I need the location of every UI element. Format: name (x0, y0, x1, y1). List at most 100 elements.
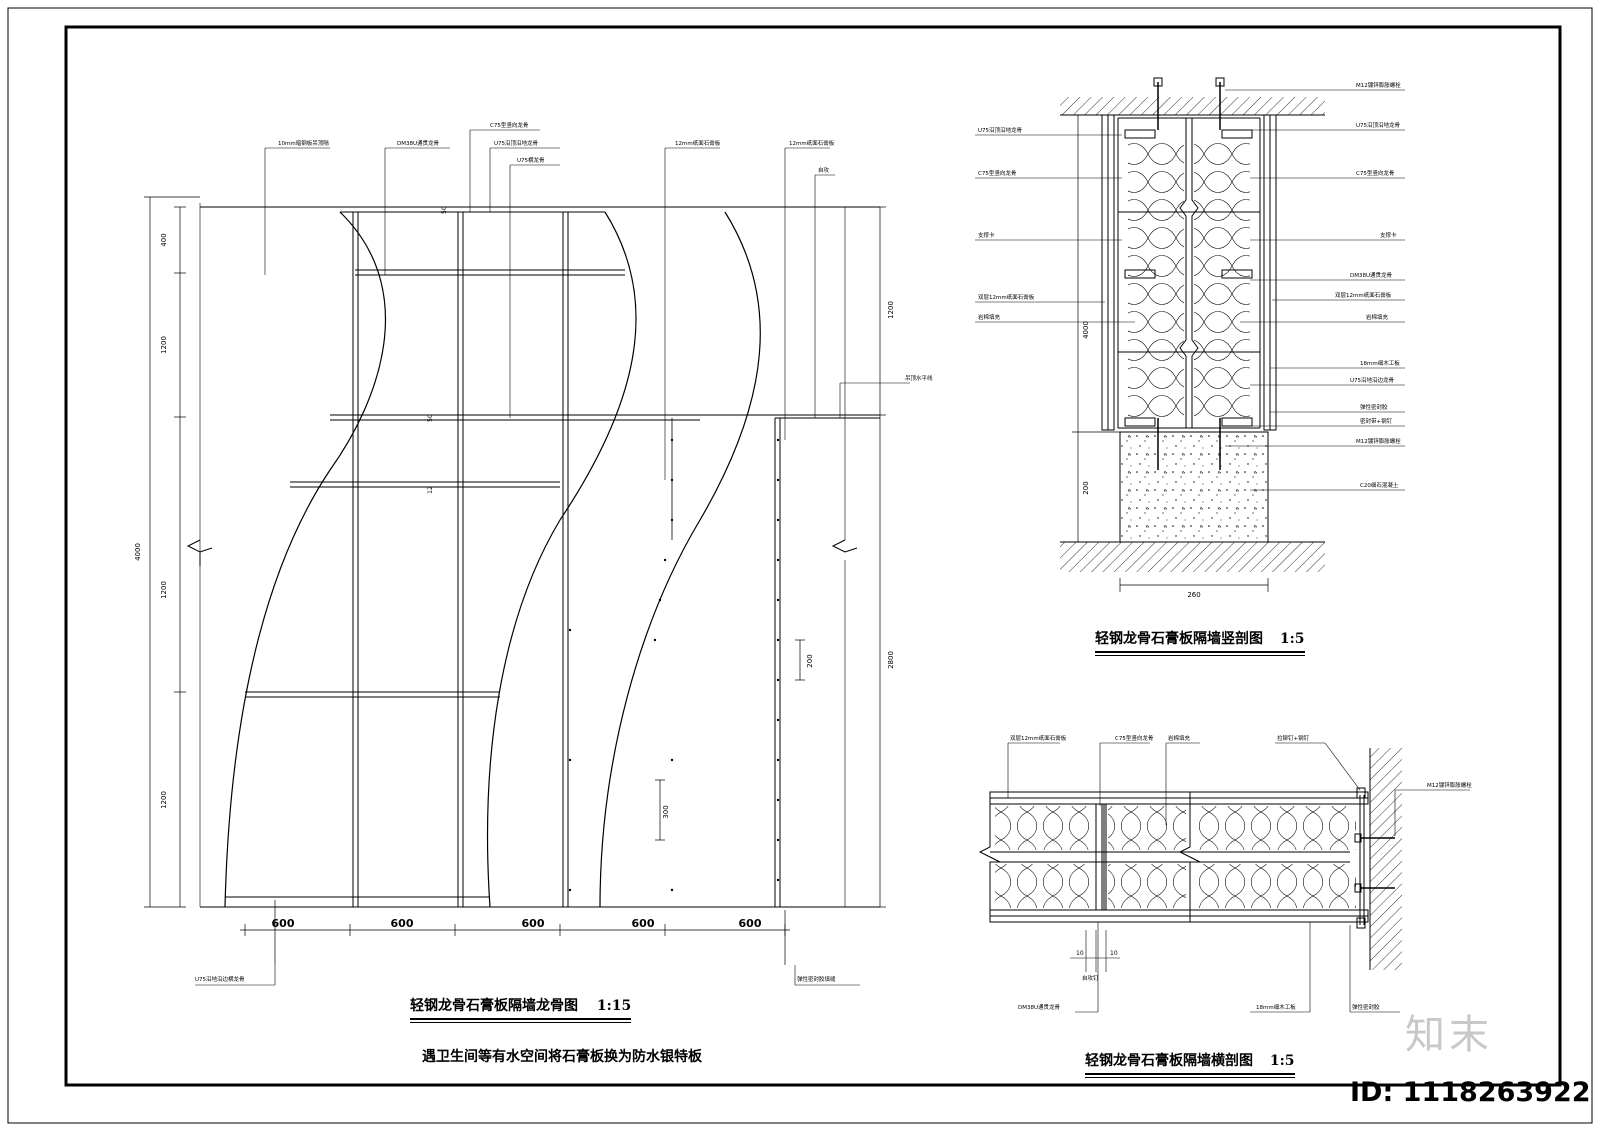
hsec-top-5: M12镀锌膨胀螺栓 (1427, 781, 1472, 789)
vsec-dim-width: 260 (1187, 591, 1200, 599)
horizontal-section-title: 轻钢龙骨石膏板隔墙横剖图 1:5 (1085, 1050, 1295, 1078)
vsec-right-7: 岩棉填充 (1366, 313, 1389, 321)
vsec-right-9: U75沿地沿边龙骨 (1350, 376, 1395, 384)
hsec-title-text: 轻钢龙骨石膏板隔墙横剖图 (1085, 1053, 1253, 1069)
screw-dots (568, 438, 780, 892)
vsec-right-1: M12镀锌膨胀螺栓 (1356, 81, 1401, 89)
hsec-dim-1: 10 (1076, 950, 1084, 957)
label-dm38u: DM38U通贯龙骨 (397, 139, 440, 147)
vsec-dim-base: 200 (1082, 481, 1090, 494)
dim-left-2: 1200 (160, 336, 168, 354)
dim-right-1: 1200 (887, 301, 895, 319)
hsec-wool-top-far (1196, 806, 1356, 850)
hsec-top-2: C75型竖向龙骨 (1115, 734, 1154, 742)
main-title-text: 轻钢龙骨石膏板隔墙龙骨图 (410, 998, 578, 1014)
hsec-bottom-2: 18mm细木工板 (1256, 1003, 1296, 1011)
vsec-title-scale: 1:5 (1279, 631, 1305, 647)
label-sealant: 弹性密封胶填缝 (797, 975, 836, 983)
vsec-right-2: U75沿顶沿地龙骨 (1356, 121, 1401, 129)
label-u75-top: U75沿顶沿地龙骨 (494, 139, 539, 147)
dim-300: 300 (662, 805, 670, 818)
vsec-right-12: M12镀锌膨胀螺栓 (1356, 437, 1401, 445)
label-level: 吊顶水平线 (905, 374, 933, 382)
label-board12b: 12mm纸面石膏板 (789, 139, 835, 147)
hsec-top-4: 拉铆钉+钢钉 (1277, 734, 1310, 742)
dim-small-1: 50 (441, 206, 448, 214)
label-c75: C75型竖向龙骨 (490, 121, 529, 129)
hsec-wool-bot-right (1108, 864, 1186, 908)
hsec-dim-label: 自攻钉 (1082, 974, 1099, 982)
label-board12a: 12mm纸面石膏板 (675, 139, 721, 147)
label-panel: 10mm暗钢板吊顶隔 (278, 139, 329, 147)
vsec-left-3: 支撑卡 (978, 231, 995, 239)
bottom-dimensions (240, 900, 790, 965)
hsec-dim-2: 10 (1110, 950, 1118, 957)
hsec-wool-top-left (995, 806, 1093, 850)
dim-left-1: 400 (160, 233, 168, 246)
hsec-wool-bot-left (995, 864, 1093, 908)
dim-bottom-5: 600 (739, 917, 762, 930)
vsec-left-2: C75型竖向龙骨 (978, 169, 1017, 177)
dim-200: 200 (806, 654, 814, 667)
hsec-leaders-top (1007, 742, 1470, 836)
dim-bottom-2: 600 (391, 917, 414, 930)
vsec-dim-height: 4000 (1082, 321, 1090, 339)
hsec-leaders-bottom (1070, 922, 1400, 1013)
vsec-right-10: 弹性密封胶 (1360, 403, 1388, 411)
hsec-bottom-3: 弹性密封胶 (1352, 1003, 1380, 1011)
dim-left-4: 1200 (160, 791, 168, 809)
vsec-dims (1072, 114, 1269, 592)
id-tag: ID: 1118263922 (1350, 1077, 1591, 1108)
main-leaders (195, 129, 910, 986)
dim-right-2: 2800 (887, 651, 895, 669)
vsec-left-5: 岩棉填充 (978, 313, 1001, 321)
vertical-section-title: 轻钢龙骨石膏板隔墙竖剖图 1:5 (1095, 628, 1305, 656)
left-dimensions (144, 196, 200, 908)
outer-frame (7, 7, 1593, 1124)
vsec-title-text: 轻钢龙骨石膏板隔墙竖剖图 (1095, 631, 1263, 647)
label-u75-h: U75横龙骨 (517, 156, 545, 164)
vsec-right-13: C20细石混凝土 (1360, 481, 1399, 489)
waterproof-note: 遇卫生间等有水空间将石膏板换为防水银特板 (422, 1049, 702, 1065)
vertical-wool-right (1194, 140, 1250, 418)
hsec-title-scale: 1:5 (1269, 1053, 1295, 1069)
curve-mid (486, 211, 637, 908)
horizontal-section (978, 748, 1402, 970)
vsec-leaders-left (975, 134, 1135, 323)
hsec-wool-bot-far (1196, 864, 1356, 908)
inner-frame (64, 25, 1562, 1087)
vertical-wool-left (1128, 140, 1184, 418)
vsec-leaders-right (1225, 89, 1405, 491)
framing-elevation (186, 203, 880, 908)
concrete-base (1119, 431, 1269, 543)
hsec-wool-top-right (1108, 806, 1186, 850)
right-dimensions (874, 206, 886, 908)
dim-total: 4000 (134, 543, 142, 561)
local-dims (655, 639, 805, 841)
floor-slab (1060, 542, 1325, 572)
vsec-right-8: 18mm细木工板 (1360, 359, 1400, 367)
curve-right (599, 211, 761, 908)
hsec-bottom-1: DM38U通贯龙骨 (1018, 1003, 1061, 1011)
brand-logo: 知末 (1405, 1012, 1493, 1058)
hsec-top-1: 双层12mm纸面石膏板 (1010, 734, 1067, 742)
vsec-left-1: U75沿顶沿地龙骨 (978, 126, 1023, 134)
vsec-left-4: 双层12mm纸面石膏板 (978, 293, 1035, 301)
dim-small-2: 50 (427, 414, 434, 422)
vsec-right-11: 密封带+钢钉 (1360, 417, 1393, 425)
vertical-section (1060, 77, 1325, 431)
dim-small-3: 12 (427, 486, 434, 494)
vsec-right-3: C75型竖向龙骨 (1356, 169, 1395, 177)
label-screw: 自攻 (818, 166, 830, 174)
vsec-right-5: DM38U通贯龙骨 (1350, 271, 1393, 279)
dim-bottom-3: 600 (522, 917, 545, 930)
dim-bottom-4: 600 (632, 917, 655, 930)
main-title-scale: 1:15 (596, 998, 632, 1014)
hsec-top-3: 岩棉填充 (1168, 734, 1191, 742)
curve-left (224, 211, 386, 908)
vsec-right-4: 支撑卡 (1380, 231, 1397, 239)
dim-bottom-1: 600 (272, 917, 295, 930)
dim-left-3: 1200 (160, 581, 168, 599)
